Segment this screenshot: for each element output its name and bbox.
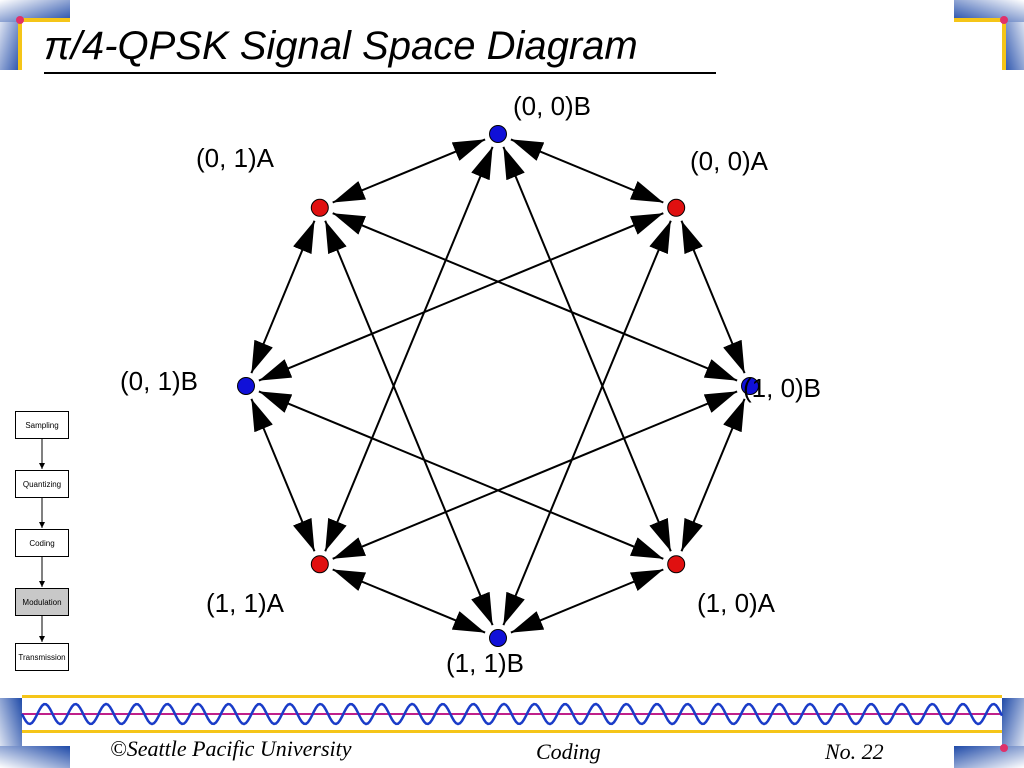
point-label-10b: (1, 0)B [743, 373, 822, 403]
point-label-11b: (1, 1)B [446, 648, 525, 678]
transition-arrow-b10-a10 [680, 398, 746, 552]
transition-arrow-a01-b10 [332, 212, 738, 382]
constellation-point-b01 [237, 377, 255, 395]
constellation-point-a10 [667, 555, 686, 574]
corner-decoration-top-right [954, 0, 1024, 70]
transition-arrow-b00-a10 [502, 146, 672, 552]
flow-step-quantizing: Quantizing [15, 470, 69, 498]
corner-decoration-bottom-left [0, 698, 70, 768]
flow-step-coding: Coding [15, 529, 69, 557]
transition-arrow-b00-a00 [510, 138, 664, 204]
constellation-point-a01 [310, 198, 329, 217]
transition-arrow-a11-b00 [324, 146, 494, 552]
point-label-11a: (1, 1)A [206, 588, 285, 618]
footer-wave-band [20, 695, 1004, 733]
transition-arrow-b10-a11 [332, 390, 738, 560]
flow-step-transmission: Transmission [15, 643, 69, 671]
transition-arrow-b11-a01 [324, 220, 494, 626]
transition-arrow-a01-b00 [332, 138, 486, 204]
point-label-01b: (0, 1)B [120, 366, 199, 396]
constellation-points [237, 125, 759, 647]
transition-arrows [250, 138, 746, 634]
constellation-point-a00 [667, 198, 686, 217]
transition-arrow-a11-b01 [250, 398, 316, 552]
transition-arrow-b11-a11 [332, 568, 486, 634]
constellation-point-b10 [741, 377, 759, 395]
corner-decoration-bottom-right [954, 698, 1024, 768]
footer-topic: Coding [536, 739, 601, 764]
constellation-point-b11 [489, 629, 507, 647]
footer-slide-number: No. 22 [825, 739, 884, 764]
transition-arrow-b01-a01 [250, 220, 316, 374]
title-underline [44, 72, 716, 74]
transition-arrow-a00-b11 [502, 220, 672, 626]
footer-university: ©Seattle Pacific University [110, 736, 352, 761]
constellation-point-a11 [310, 555, 329, 574]
constellation-point-b00 [489, 125, 507, 143]
point-label-10a: (1, 0)A [697, 588, 776, 618]
transition-arrow-b01-a00 [258, 212, 664, 382]
point-label-00a: (0, 0)A [690, 146, 769, 176]
point-label-01a: (0, 1)A [196, 143, 275, 173]
transition-arrow-a10-b11 [510, 568, 664, 634]
corner-decoration-top-left [0, 0, 70, 70]
slide-title: π/4-QPSK Signal Space Diagram [44, 24, 638, 68]
flow-step-sampling: Sampling [15, 411, 69, 439]
transition-arrow-a00-b10 [680, 220, 746, 374]
flowchart-connectors [39, 439, 45, 642]
flow-step-modulation: Modulation [15, 588, 69, 616]
point-label-00b: (0, 0)B [513, 91, 592, 121]
transition-arrow-a10-b01 [258, 390, 664, 560]
